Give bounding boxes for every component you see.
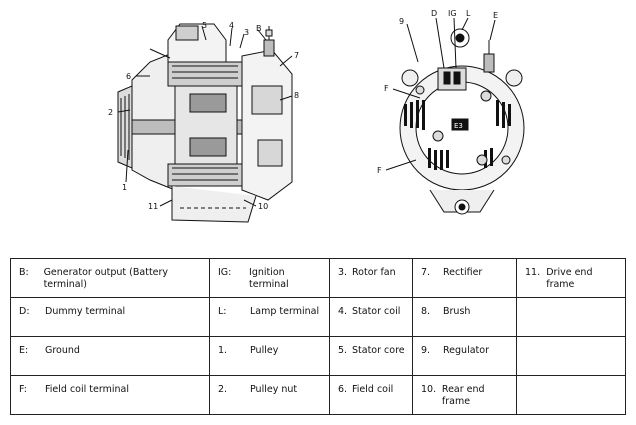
legend-cell: B: Generator output (Battery terminal) xyxy=(10,258,210,298)
legend-description: Pulley xyxy=(250,345,279,356)
legend-description: Rotor fan xyxy=(352,267,396,278)
legend-cell: 8. Brush xyxy=(412,297,517,337)
rear-view-callouts: 9 D IG L E F F E3 xyxy=(377,9,498,175)
callout-7: 7 xyxy=(294,51,299,60)
legend-description: Field coil terminal xyxy=(45,384,129,395)
legend-code: 7. xyxy=(421,267,431,278)
legend-description: Ground xyxy=(45,345,80,356)
legend-code: 8. xyxy=(421,306,431,317)
callout-3: 3 xyxy=(244,28,249,37)
legend-code: E: xyxy=(19,345,29,356)
legend-cell: 7. Rectifier xyxy=(412,258,517,298)
callout-d: D xyxy=(431,9,437,18)
callout-2: 2 xyxy=(108,108,113,117)
callout-ig: IG xyxy=(448,9,457,18)
legend-description: Dummy terminal xyxy=(45,306,126,317)
legend-cell: 3. Rotor fan xyxy=(329,258,413,298)
legend-cell: 6. Field coil xyxy=(329,375,413,415)
callout-b: B xyxy=(256,24,262,33)
legend-row: B: Generator output (Battery terminal) IG:… xyxy=(10,258,626,298)
legend-code: 11. xyxy=(525,267,541,278)
callout-6: 6 xyxy=(126,72,131,81)
legend-cell: 1. Pulley xyxy=(209,336,330,376)
legend-cell: IG: Ignition terminal xyxy=(209,258,330,298)
legend-code: 9. xyxy=(421,345,431,356)
legend-cell: 5. Stator core xyxy=(329,336,413,376)
legend-description: Rear end frame xyxy=(441,384,485,407)
legend-description: Stator core xyxy=(352,345,405,356)
legend-code: L: xyxy=(218,306,227,317)
legend-row: F: Field coil terminal 2. Pulley nut 6. Field… xyxy=(10,375,626,415)
legend-cell: 11. Drive end frame xyxy=(516,258,626,298)
legend-cell: D: Dummy terminal xyxy=(10,297,210,337)
legend-description: Rectifier xyxy=(443,267,483,278)
legend-description: Generator output (Battery terminal) xyxy=(43,267,169,290)
legend-code: IG: xyxy=(218,267,232,278)
legend-code: 3. xyxy=(338,267,348,278)
callout-f-lower: F xyxy=(377,166,382,175)
callout-f-upper: F xyxy=(384,84,389,93)
legend-description: Ignition terminal xyxy=(249,267,289,290)
legend-code: F: xyxy=(19,384,27,395)
legend-cell: 4. Stator coil xyxy=(329,297,413,337)
callout-e: E xyxy=(493,11,498,20)
legend-cell xyxy=(516,297,626,337)
legend-cell: 10. Rear end frame xyxy=(412,375,517,415)
legend-body: B: Generator output (Battery terminal) IG:… xyxy=(10,258,626,415)
legend-description: Drive end frame xyxy=(546,267,593,290)
legend-code: B: xyxy=(19,267,29,278)
callout-9: 9 xyxy=(399,17,404,26)
legend-description: Pulley nut xyxy=(250,384,298,395)
legend-code: 5. xyxy=(338,345,348,356)
cross-section-callouts: 5 4 3 B 7 6 2 8 1 11 10 xyxy=(108,21,299,211)
legend-code: 10. xyxy=(421,384,437,395)
callout-l: L xyxy=(466,9,471,18)
legend-description: Stator coil xyxy=(352,306,401,317)
legend-description: Field coil xyxy=(352,384,394,395)
legend-description: Regulator xyxy=(443,345,489,356)
legend-row: D: Dummy terminal L: Lamp terminal 4. Stator … xyxy=(10,297,626,337)
legend-description: Lamp terminal xyxy=(250,306,320,317)
legend-cell xyxy=(516,375,626,415)
legend-row: E: Ground 1. Pulley 5. Stator core 9. Regulator xyxy=(10,336,626,376)
callout-4: 4 xyxy=(229,21,234,30)
legend-code: 4. xyxy=(338,306,348,317)
legend-code: D: xyxy=(19,306,30,317)
callout-11: 11 xyxy=(148,202,158,211)
callout-8: 8 xyxy=(294,91,299,100)
legend-table: B: Generator output (Battery terminal) IG:… xyxy=(10,258,626,415)
callout-10: 10 xyxy=(258,202,268,211)
legend-code: 1. xyxy=(218,345,228,356)
alternator-diagram: 5 4 3 B 7 6 2 8 1 11 10 xyxy=(108,9,525,223)
legend-description: Brush xyxy=(443,306,471,317)
rear-view xyxy=(385,17,525,215)
legend-cell: 2. Pulley nut xyxy=(209,375,330,415)
legend-code: 6. xyxy=(338,384,348,395)
legend-cell: E: Ground xyxy=(10,336,210,376)
cross-section-view xyxy=(117,23,293,223)
callout-1: 1 xyxy=(122,183,127,192)
legend-cell: L: Lamp terminal xyxy=(209,297,330,337)
legend-cell: F: Field coil terminal xyxy=(10,375,210,415)
e3-badge-label: E3 xyxy=(454,122,463,130)
legend-cell: 9. Regulator xyxy=(412,336,517,376)
legend-cell xyxy=(516,336,626,376)
legend-code: 2. xyxy=(218,384,228,395)
callout-5: 5 xyxy=(202,21,207,30)
